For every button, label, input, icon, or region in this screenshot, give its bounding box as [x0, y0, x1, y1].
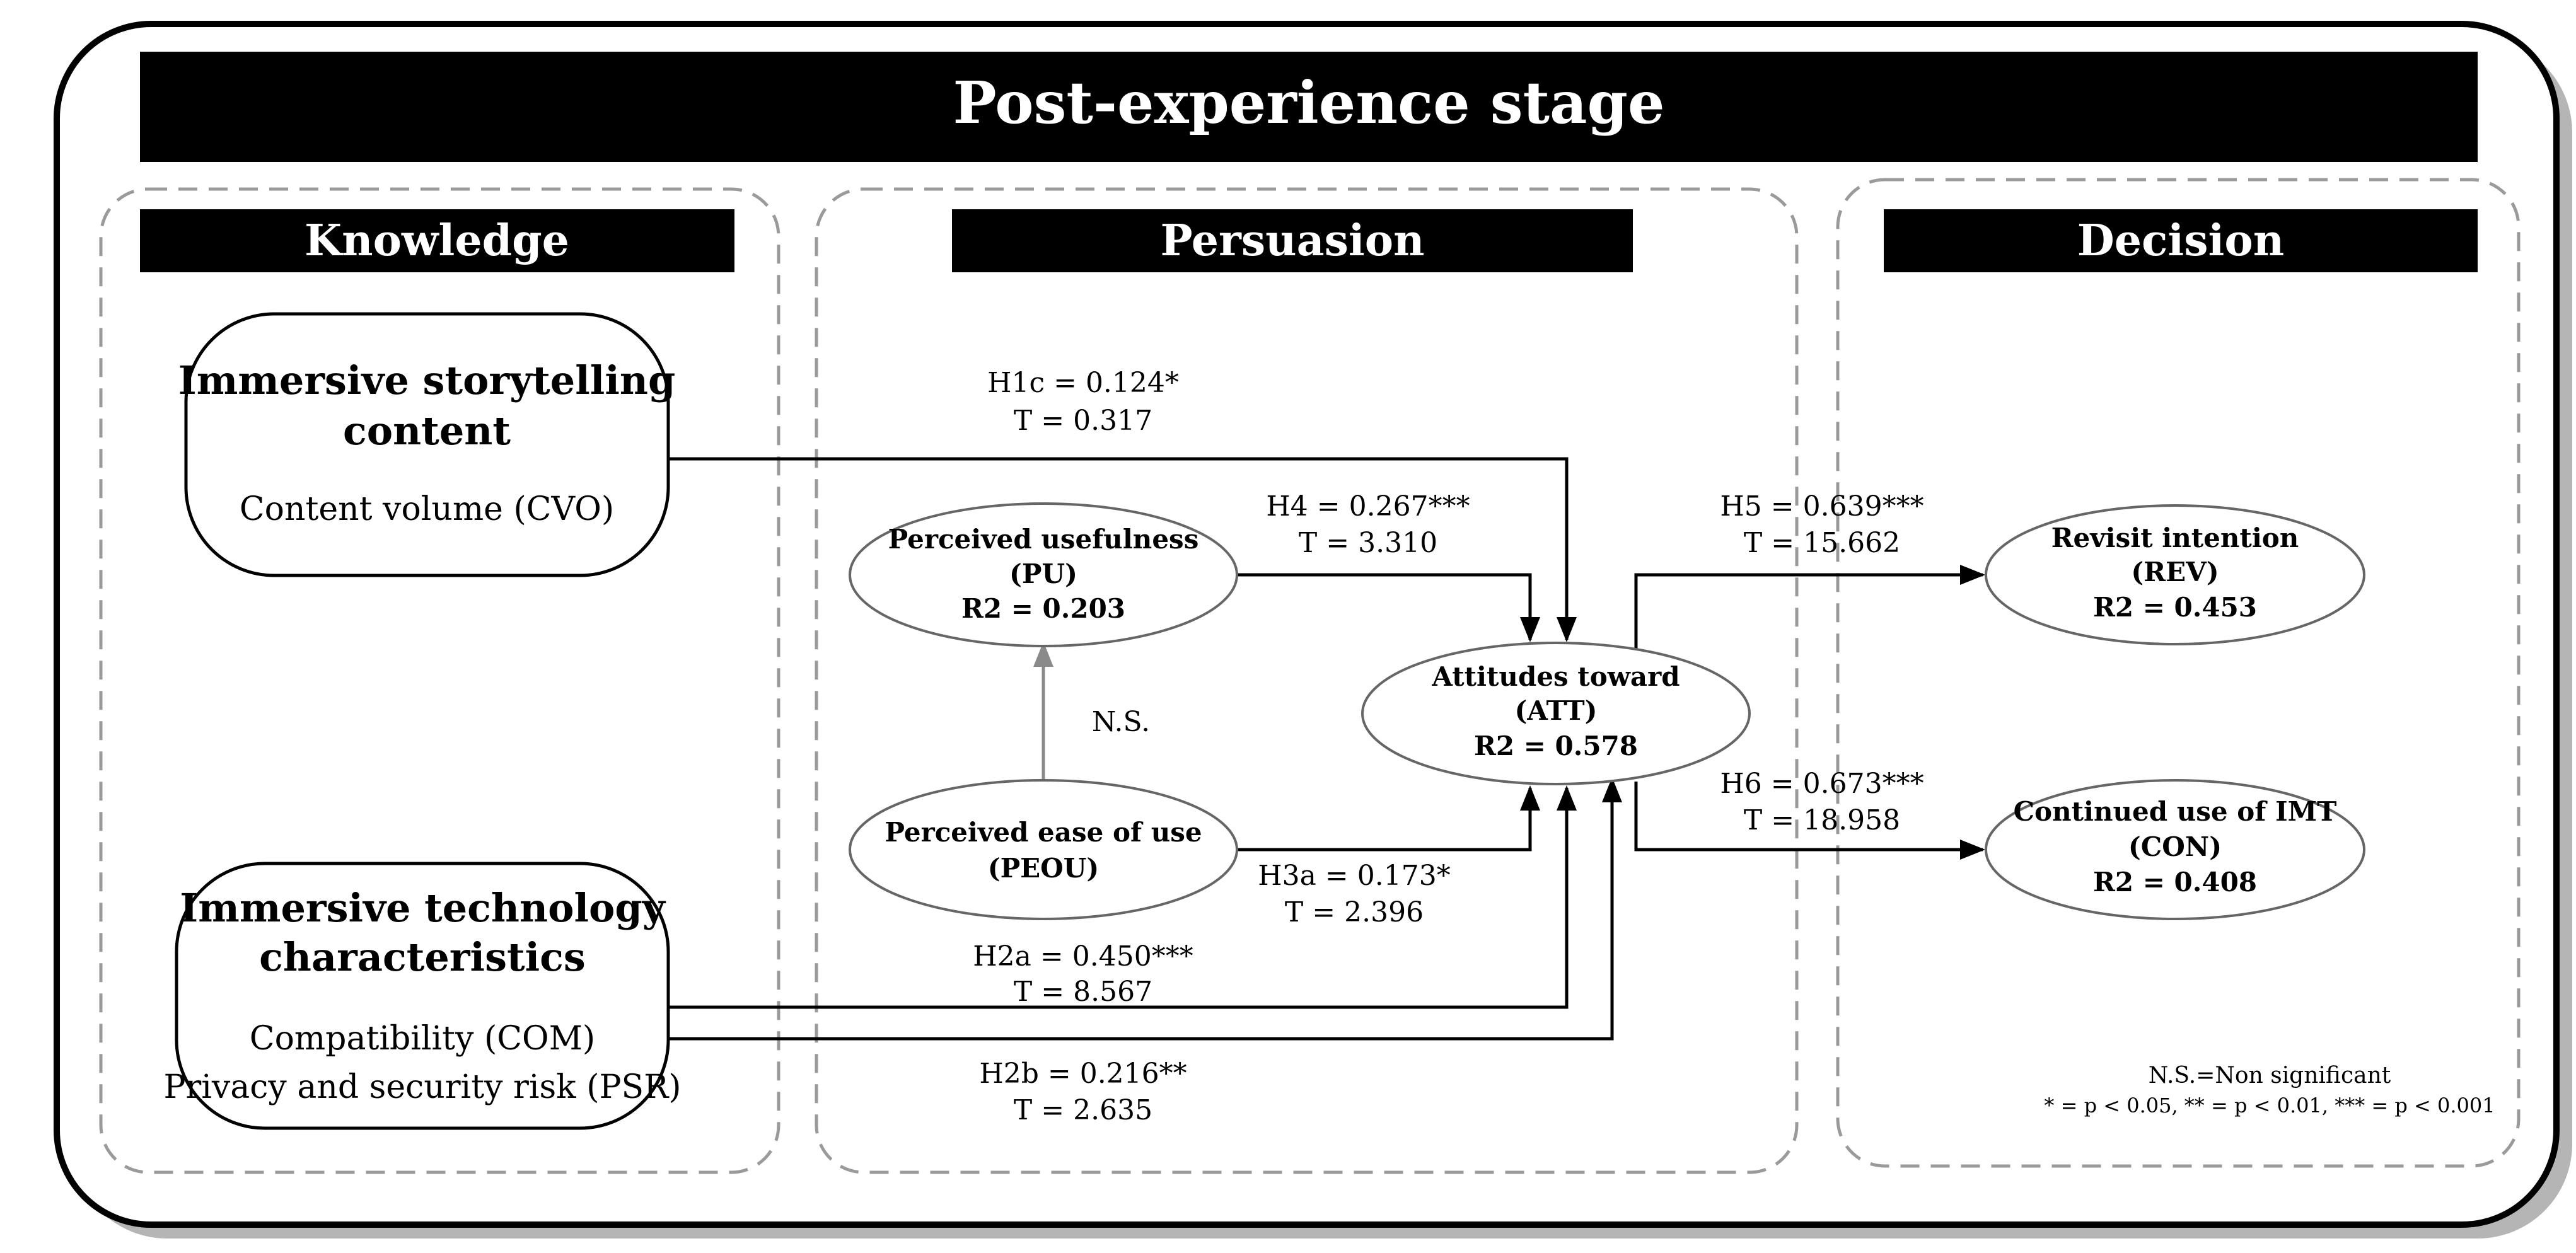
node-pu	[849, 502, 1238, 647]
decision-header	[1884, 209, 2478, 272]
node-con-line1: Continued use of IMT	[2014, 796, 2337, 827]
node-att	[1361, 642, 1751, 785]
technology-title-line2: characteristics	[259, 934, 586, 980]
node-pu-r2: R2 = 0.203	[961, 593, 1125, 624]
node-att-line1: Attitudes toward	[1431, 661, 1680, 692]
persuasion-section	[815, 187, 1799, 1174]
technology-box	[175, 862, 670, 1130]
label-h6-coef: H6 = 0.673***	[1720, 768, 1923, 800]
node-con-r2: R2 = 0.408	[2093, 867, 2257, 898]
knowledge-header	[140, 209, 734, 272]
storytelling-item-cvo: Content volume (CVO)	[240, 490, 614, 528]
node-rev-line1: Revisit intention	[2051, 523, 2299, 553]
label-h2a-t: T = 8.567	[1014, 976, 1152, 1008]
label-h4-t: T = 3.310	[1299, 527, 1437, 559]
node-rev-r2: R2 = 0.453	[2093, 592, 2257, 623]
label-h1c-coef: H1c = 0.124*	[987, 367, 1179, 399]
persuasion-header-label: Persuasion	[1160, 216, 1424, 266]
path-h5	[1634, 565, 1985, 649]
node-att-line2: (ATT)	[1514, 695, 1597, 726]
node-con	[1985, 779, 2365, 920]
path-h2b	[668, 777, 1622, 1041]
knowledge-section	[99, 187, 780, 1174]
persuasion-header	[952, 209, 1633, 272]
path-h3a	[1238, 785, 1540, 852]
storytelling-title-line1: Immersive storytelling	[178, 357, 676, 403]
node-peou	[849, 779, 1238, 920]
decision-section	[1836, 178, 2521, 1168]
node-rev	[1985, 504, 2365, 645]
technology-title-line1: Immersive technology	[180, 885, 666, 931]
path-h6	[1634, 782, 1985, 860]
outer-frame	[54, 21, 2560, 1228]
label-h2b-coef: H2b = 0.216**	[979, 1058, 1186, 1090]
path-h1c	[668, 457, 1577, 642]
node-con-line2: (CON)	[2128, 831, 2222, 862]
node-rev-line2: (REV)	[2131, 557, 2219, 587]
label-ns: N.S.	[1092, 706, 1150, 738]
label-h5-coef: H5 = 0.639***	[1720, 490, 1923, 523]
node-pu-line1: Perceived usefulness	[888, 524, 1199, 555]
label-h6-t: T = 18.958	[1744, 804, 1900, 836]
technology-item-com: Compatibility (COM)	[250, 1020, 595, 1058]
label-h2b-t: T = 2.635	[1014, 1094, 1152, 1126]
node-att-r2: R2 = 0.578	[1474, 730, 1638, 761]
node-peou-line1: Perceived ease of use	[885, 817, 1202, 848]
storytelling-title-line2: content	[343, 408, 511, 454]
label-h3a-t: T = 2.396	[1285, 896, 1424, 928]
title-banner	[140, 52, 2478, 162]
label-h4-coef: H4 = 0.267***	[1266, 490, 1470, 523]
label-h3a-coef: H3a = 0.173*	[1258, 860, 1450, 892]
label-h2a-coef: H2a = 0.450***	[973, 940, 1193, 973]
knowledge-header-label: Knowledge	[305, 216, 569, 266]
node-pu-line2: (PU)	[1009, 558, 1077, 589]
note-significance: * = p < 0.05, ** = p < 0.01, *** = p < 0…	[2044, 1094, 2495, 1117]
decision-header-label: Decision	[2077, 216, 2284, 266]
path-h4	[1238, 573, 1540, 642]
node-peou-line2: (PEOU)	[988, 853, 1099, 884]
label-h5-t: T = 15.662	[1744, 527, 1900, 559]
page-title: Post-experience stage	[953, 69, 1665, 137]
label-h1c-t: T = 0.317	[1014, 405, 1152, 437]
path-h2a	[668, 785, 1577, 1009]
storytelling-box	[184, 312, 670, 577]
note-ns: N.S.=Non significant	[2149, 1063, 2391, 1088]
technology-item-psr: Privacy and security risk (PSR)	[163, 1068, 681, 1106]
